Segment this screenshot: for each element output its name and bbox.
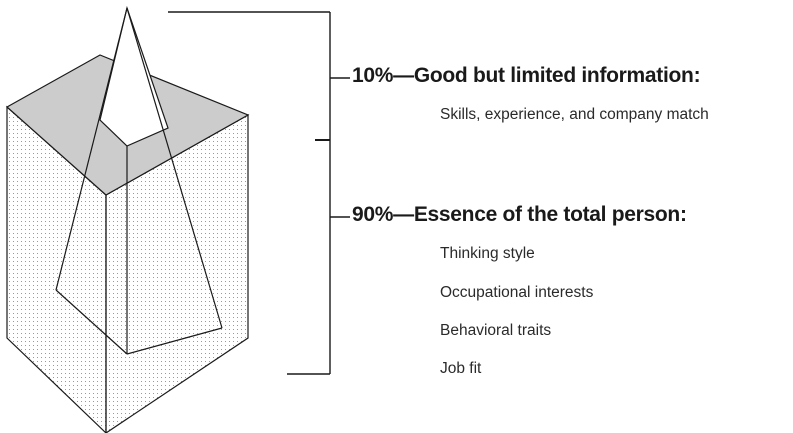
- pyramid-base-left: [55, 289, 128, 355]
- list-item-job-fit: Job fit: [440, 360, 482, 377]
- bottom-section: 90%—Essence of the total person:: [352, 203, 687, 227]
- list-item-occupational-interests: Occupational interests: [440, 284, 594, 301]
- list-item-behavioral-traits: Behavioral traits: [440, 322, 552, 339]
- top-detail: Skills, experience, and company match: [440, 106, 709, 123]
- pyramid-edge-left: [55, 7, 128, 291]
- bottom-heading: 90%—Essence of the total person:: [352, 203, 687, 226]
- pyramid-base-right: [126, 327, 223, 355]
- top-heading: 10%—Good but limited information:: [352, 64, 701, 87]
- top-section: 10%—Good but limited information:: [352, 64, 701, 88]
- list-item-thinking-style: Thinking style: [440, 245, 535, 262]
- pyramid-edge-right: [126, 7, 223, 329]
